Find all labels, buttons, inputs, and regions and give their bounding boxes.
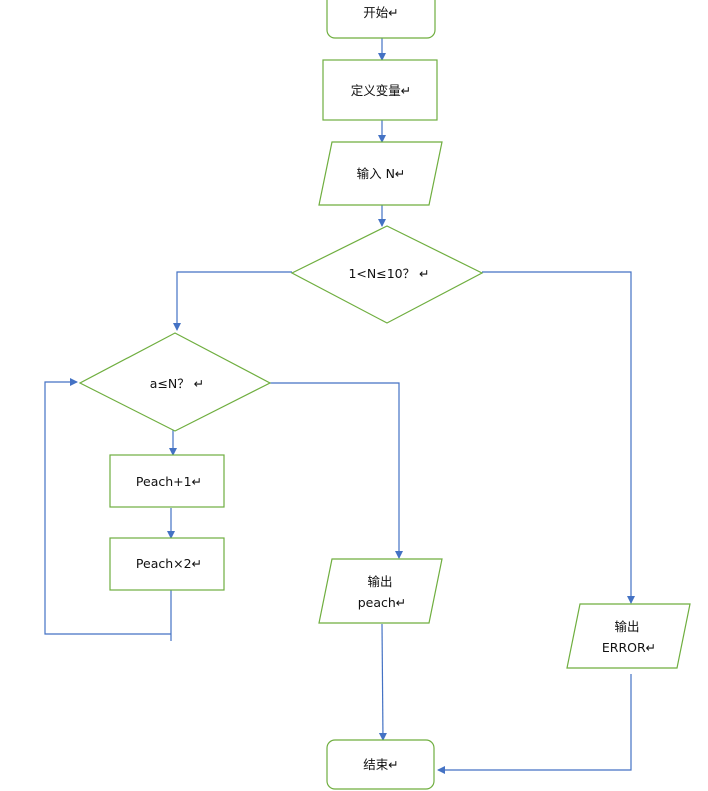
peach-times-process-shape xyxy=(109,537,225,591)
end-label: 结束↵ xyxy=(363,757,398,772)
output-error-label-line1: 输出 xyxy=(614,619,639,634)
edge-loop-back xyxy=(44,378,172,641)
edges xyxy=(44,38,635,774)
node-input-n: 输入 N↵ xyxy=(318,141,443,206)
node-range-check: 1<N≤10？ ↵ xyxy=(290,225,484,324)
a-check-decision-shape xyxy=(78,332,272,432)
edge-error-to-end xyxy=(437,674,632,774)
node-a-check: a≤N？ ↵ xyxy=(78,332,272,432)
edge-range-yes-to-a-check xyxy=(173,271,292,331)
node-define-vars: 定义变量↵ xyxy=(322,59,438,121)
start-terminal-shape xyxy=(326,0,436,39)
start-label: 开始↵ xyxy=(363,5,398,20)
node-peach-times: Peach×2↵ xyxy=(109,537,225,591)
input-n-io-shape xyxy=(318,141,443,206)
end-terminal-shape xyxy=(326,739,435,790)
range-check-decision-shape xyxy=(290,225,484,324)
define-vars-label: 定义变量↵ xyxy=(351,83,411,98)
node-start: 开始↵ xyxy=(326,0,436,39)
node-output-error: 输出 ERROR↵ xyxy=(566,603,691,669)
output-peach-label-line2: peach↵ xyxy=(358,595,407,610)
node-peach-plus: Peach+1↵ xyxy=(109,454,225,508)
node-output-peach: 输出 peach↵ xyxy=(318,558,443,624)
define-vars-process-shape xyxy=(322,59,438,121)
a-check-label: a≤N？ ↵ xyxy=(150,376,204,391)
output-error-io-shape xyxy=(566,603,691,669)
edge-range-no-to-error xyxy=(482,271,635,604)
edge-output-peach-to-end xyxy=(378,623,387,741)
peach-plus-process-shape xyxy=(109,454,225,508)
node-end: 结束↵ xyxy=(326,739,435,790)
edge-a-check-no-to-output-peach xyxy=(270,382,403,559)
peach-times-label: Peach×2↵ xyxy=(136,556,202,571)
range-check-label: 1<N≤10？ ↵ xyxy=(348,266,429,281)
input-n-label: 输入 N↵ xyxy=(357,166,406,181)
output-peach-io-shape xyxy=(318,558,443,624)
output-peach-label-line1: 输出 xyxy=(367,574,392,589)
peach-plus-label: Peach+1↵ xyxy=(136,474,202,489)
output-error-label-line2: ERROR↵ xyxy=(602,640,656,655)
